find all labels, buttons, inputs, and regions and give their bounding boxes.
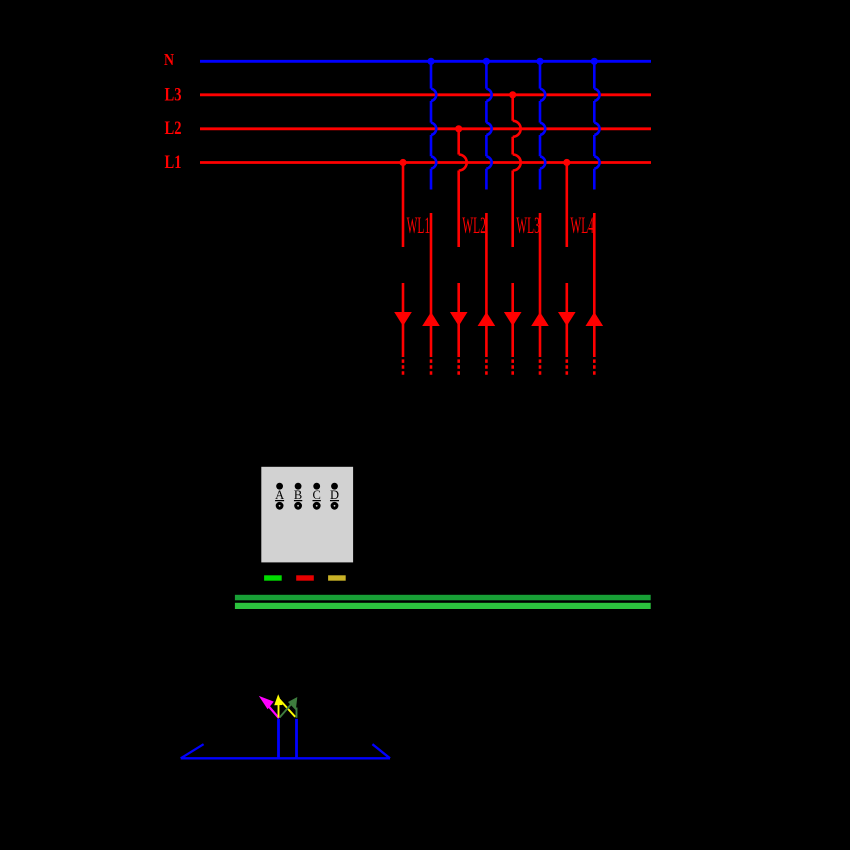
svg-text:C: C <box>313 488 321 502</box>
svg-text:L1: L1 <box>165 152 182 173</box>
svg-text:L3: L3 <box>165 85 182 106</box>
svg-text:WL2: WL2 <box>462 213 486 238</box>
svg-text:N: N <box>164 50 174 69</box>
svg-text:B: B <box>294 488 302 502</box>
svg-text:WL4: WL4 <box>570 213 594 238</box>
svg-text:WL3: WL3 <box>516 213 540 238</box>
svg-text:WL1: WL1 <box>407 213 431 238</box>
svg-text:A: A <box>275 488 284 502</box>
svg-text:L2: L2 <box>165 118 182 139</box>
svg-text:D: D <box>330 488 339 502</box>
